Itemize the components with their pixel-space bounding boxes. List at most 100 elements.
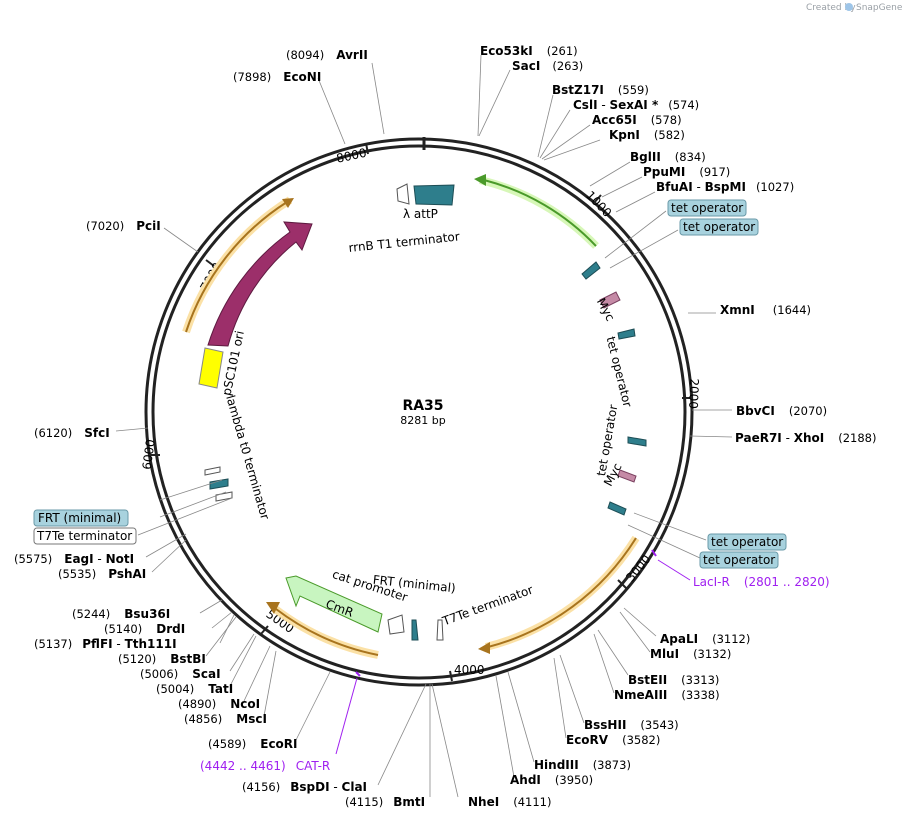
site-ahdi[interactable]: AhdI(3950) — [510, 773, 593, 787]
tet-operator-box-4[interactable] — [699, 551, 779, 569]
site-bmti[interactable]: (4115)BmtI — [345, 795, 425, 809]
tick-7000-mark — [205, 259, 215, 267]
lacir-primer-mark — [651, 549, 657, 557]
site-pcii[interactable]: (7020)PciI — [86, 219, 161, 233]
site-bstz17i[interactable]: BstZ17I(559) — [552, 83, 649, 97]
orange-orf-2[interactable] — [275, 608, 379, 656]
tick-8000: 8000 — [335, 146, 368, 166]
tet-operator-block-1[interactable] — [581, 261, 601, 280]
t7te-terminator-feature[interactable] — [436, 619, 444, 641]
boxed-feature-labels: tet operator tet operator tet operator t… — [33, 199, 787, 569]
site-bglii[interactable]: BglII(834) — [630, 150, 706, 164]
catr-primer-line — [335, 677, 358, 755]
site-csli-sexai[interactable]: CslI - SexAI *(574) — [573, 98, 699, 112]
lambda-t0-label: lambda t0 terminator — [223, 394, 272, 522]
tick-4000: 4000 — [454, 663, 485, 677]
site-paer7i-xhoi[interactable]: PaeR7I - XhoI(2188) — [735, 431, 877, 445]
site-bsshii[interactable]: BssHII(3543) — [584, 718, 679, 732]
green-orf-arrow[interactable] — [483, 179, 597, 247]
site-msci[interactable]: (4856)MscI — [184, 712, 267, 726]
site-scai[interactable]: (5006)ScaI — [140, 667, 221, 681]
site-pshai[interactable]: (5535)PshAI — [58, 567, 146, 581]
t7te-left-feature — [215, 491, 233, 502]
tick-2000: 2000 — [686, 378, 701, 409]
frt-minimal-box[interactable] — [33, 509, 129, 527]
site-hindiii[interactable]: HindIII(3873) — [534, 758, 631, 772]
tet-operator-block-3[interactable] — [627, 436, 647, 447]
tet-operator-box-2-label: tet operator — [683, 220, 755, 234]
created-by-text: Created by — [806, 3, 856, 13]
rep101-gene[interactable] — [207, 221, 313, 347]
snapgene-logo-icon — [845, 3, 853, 11]
site-nmeaiii[interactable]: NmeAIII(3338) — [614, 688, 720, 702]
orange-orf-2-arrowhead-icon — [266, 602, 280, 614]
tet-operator-block-4[interactable] — [607, 501, 627, 516]
site-tati[interactable]: (5004)TatI — [156, 682, 233, 696]
tick-3000-mark — [617, 579, 627, 589]
cat-promoter-feature[interactable] — [387, 614, 405, 635]
tick-4000-mark — [449, 670, 453, 682]
orange-orf-3[interactable] — [185, 201, 288, 333]
restriction-sites: Eco53kI(261) SacI(263) BstZ17I(559) CslI… — [14, 44, 877, 809]
frt-minimal-box-label: FRT (minimal) — [38, 511, 121, 525]
tet-operator-box-4-label: tet operator — [703, 553, 775, 567]
site-ecori[interactable]: (4589)EcoRI — [208, 737, 298, 751]
site-bfuai-bspmi[interactable]: BfuAI - BspMI(1027) — [656, 180, 794, 194]
site-bsteii[interactable]: BstEII(3313) — [628, 673, 719, 687]
plasmid-name: RA35 — [402, 398, 443, 414]
site-bsu36i[interactable]: (5244)Bsu36I — [72, 607, 170, 621]
frt-minimal-left-feature[interactable] — [209, 478, 229, 490]
orange-orf-1[interactable] — [487, 537, 637, 648]
site-sfci[interactable]: (6120)SfcI — [34, 426, 110, 440]
lambda-attp-label: λ attP — [403, 207, 438, 221]
psc101-ori[interactable] — [198, 347, 224, 389]
primer-cat-r[interactable]: (4442 .. 4461)CAT-R — [200, 759, 330, 773]
tick-1000-mark — [592, 194, 602, 205]
tet-operator-box-1[interactable] — [667, 199, 747, 217]
primers: LacI-R(2801 .. 2820) (4442 .. 4461)CAT-R — [200, 549, 830, 773]
tet-operator-box-1-label: tet operator — [671, 201, 743, 215]
tick-5000-mark — [260, 625, 269, 635]
site-nhei[interactable]: NheI(4111) — [468, 795, 551, 809]
lacir-primer-line — [657, 559, 691, 581]
site-eagi-noti[interactable]: (5575)EagI - NotI — [14, 552, 134, 566]
tick-6000: 6000 — [140, 438, 158, 470]
site-ppumi[interactable]: PpuMI(917) — [643, 165, 730, 179]
cmr-gene[interactable] — [285, 575, 383, 633]
site-connector-lines — [115, 54, 733, 798]
tet-operator-box-3-label: tet operator — [711, 535, 783, 549]
t7te-terminator-box-label: T7Te terminator — [36, 529, 132, 543]
site-saci[interactable]: SacI(263) — [512, 59, 583, 73]
t7te-terminator-box[interactable] — [33, 527, 137, 545]
rrnb-terminator-label: rrnB T1 terminator — [348, 229, 461, 255]
scale-ticks: 1000 2000 3000 4000 5000 6000 7000 8000 — [140, 142, 701, 682]
frt-minimal-feature[interactable] — [411, 619, 419, 641]
site-xmni[interactable]: XmnI(1644) — [720, 303, 811, 317]
snapgene-brand: SnapGene — [856, 3, 903, 13]
tet-operator-block-2[interactable] — [617, 328, 636, 340]
site-ncoi[interactable]: (4890)NcoI — [178, 697, 260, 711]
site-avrii[interactable]: (8094)AvrII — [286, 48, 368, 62]
site-acc65i[interactable]: Acc65I(578) — [592, 113, 682, 127]
green-orf-arrowhead-icon — [474, 174, 486, 186]
primer-laci-r[interactable]: LacI-R(2801 .. 2820) — [693, 575, 830, 589]
tet-operator-box-3[interactable] — [707, 533, 787, 551]
tick-8000-mark — [365, 142, 369, 155]
site-ecorv[interactable]: EcoRV(3582) — [566, 733, 660, 747]
site-mlui[interactable]: MluI(3132) — [650, 647, 731, 661]
site-bspdi-clai[interactable]: (4156)BspDI - ClaI — [242, 780, 367, 794]
site-drdi[interactable]: (5140)DrdI — [104, 622, 185, 636]
lambda-attp-feature[interactable] — [413, 184, 455, 206]
site-eco53ki[interactable]: Eco53kI(261) — [480, 44, 578, 58]
backbone-outer-ring — [144, 137, 694, 687]
site-apali[interactable]: ApaLI(3112) — [660, 632, 750, 646]
tet-operator-box-2[interactable] — [679, 218, 759, 236]
myc-tag-2[interactable] — [617, 469, 637, 483]
site-econi[interactable]: (7898)EcoNI — [233, 70, 321, 84]
site-bstbi[interactable]: (5120)BstBI — [118, 652, 206, 666]
myc-tag-1[interactable] — [599, 291, 621, 309]
site-kpni[interactable]: KpnI(582) — [609, 128, 685, 142]
site-bbvci[interactable]: BbvCI(2070) — [736, 404, 827, 418]
site-pflfi-tth111i[interactable]: (5137)PflFI - Tth111I — [34, 637, 177, 651]
